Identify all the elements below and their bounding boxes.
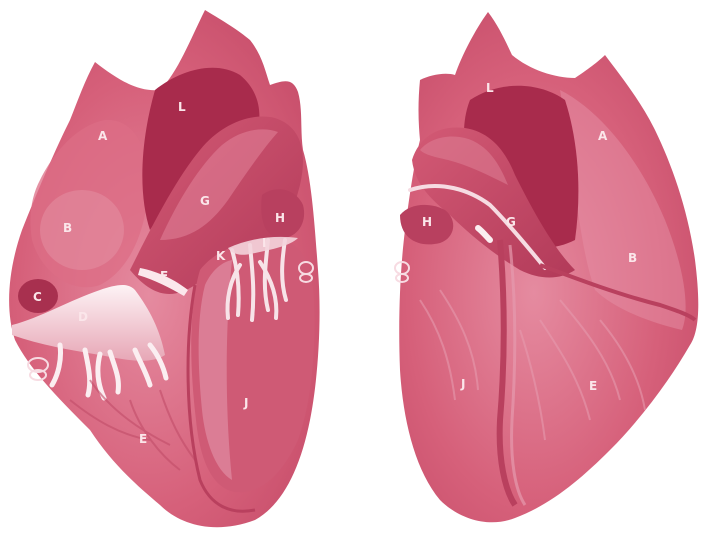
left-label-i: I <box>262 236 267 250</box>
left-label-j: J <box>243 396 249 410</box>
right-label-j: J <box>460 377 466 391</box>
left-label-e: E <box>139 432 148 446</box>
right-label-l: L <box>486 81 494 95</box>
right-label-b: B <box>628 251 638 265</box>
left-label-d: D <box>78 310 88 324</box>
left-label-l: L <box>178 100 186 114</box>
left-label-k: K <box>216 249 226 263</box>
left-label-b: B <box>63 221 73 235</box>
right-label-a: A <box>598 129 608 143</box>
right-label-g: G <box>506 215 516 229</box>
left-heart: A B C D E F G H I J K L <box>9 10 319 527</box>
right-label-e: E <box>589 379 598 393</box>
left-label-a: A <box>98 129 108 143</box>
left-label-c: C <box>33 290 42 304</box>
sinus-opening-b <box>40 190 124 270</box>
left-label-h: H <box>275 211 286 225</box>
left-label-g: G <box>200 194 210 208</box>
right-heart: L A H G B J E <box>395 12 698 522</box>
left-label-f: F <box>160 269 169 283</box>
right-label-h: H <box>422 215 433 229</box>
